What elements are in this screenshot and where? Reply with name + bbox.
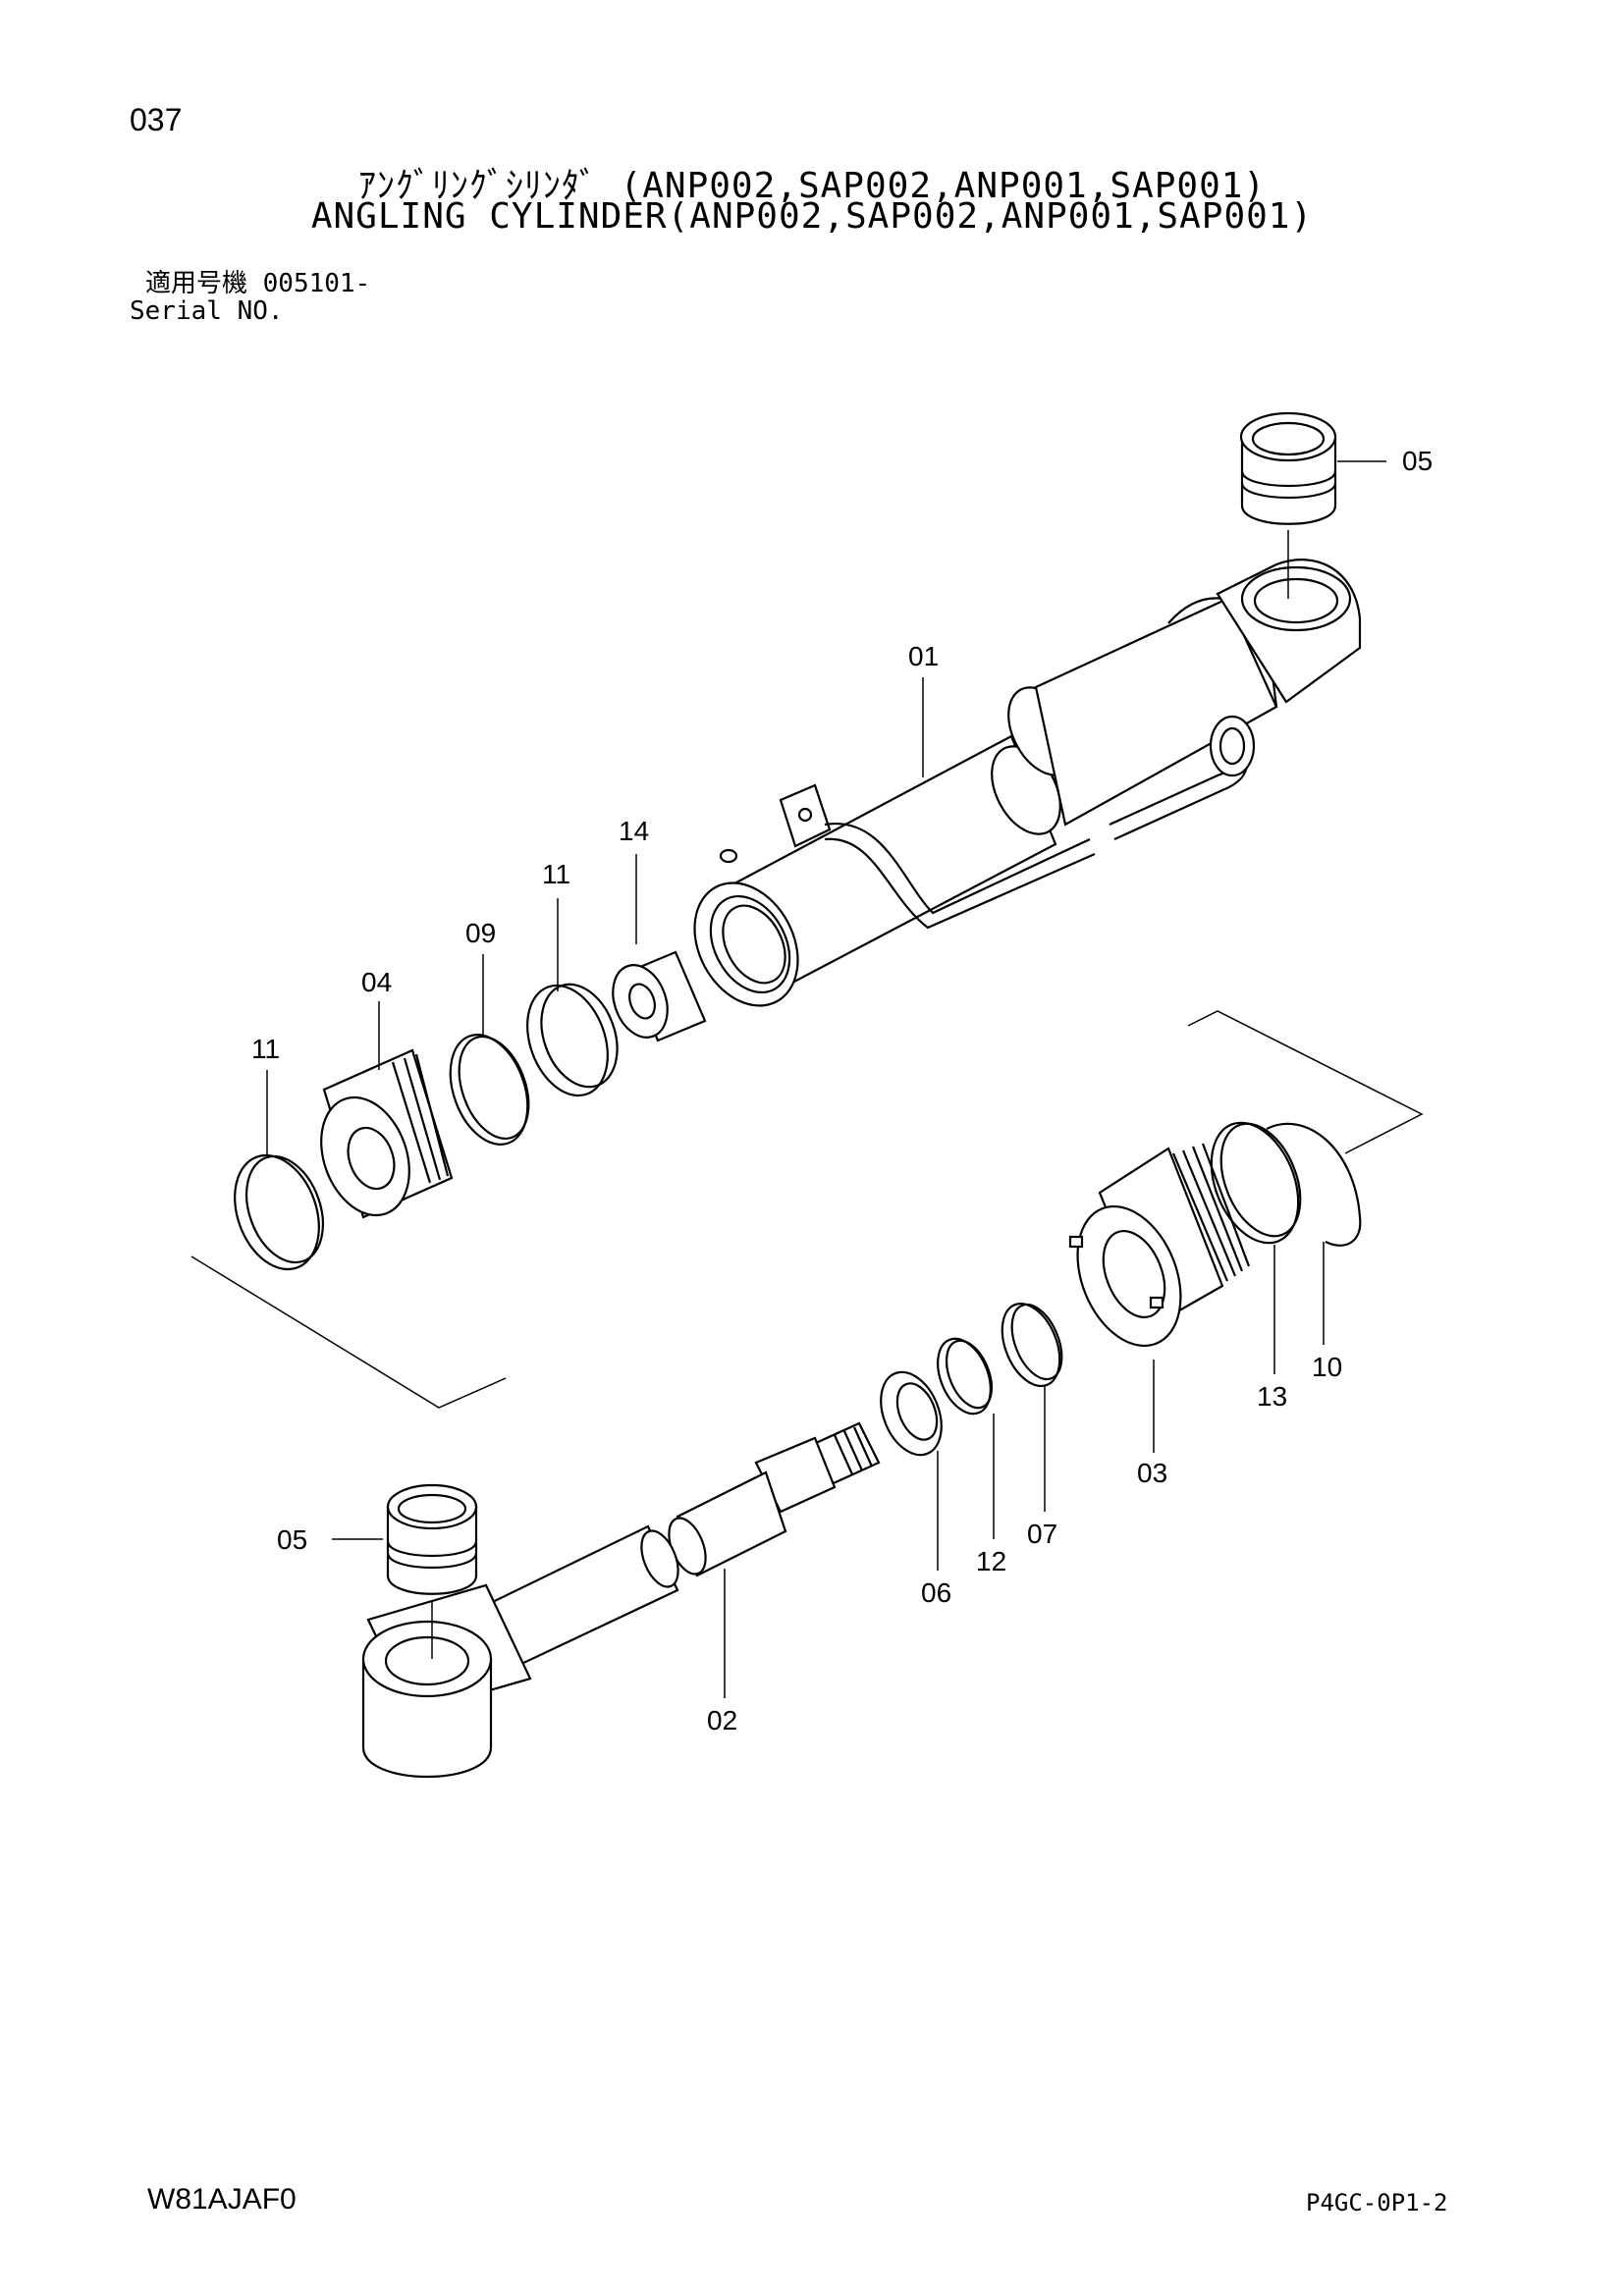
part-ring-09 [449, 1034, 530, 1146]
part-ring-11-left [234, 1153, 324, 1271]
serial-label-english: Serial NO. [130, 296, 284, 326]
part-nut-14 [612, 950, 707, 1042]
part-piston-rod [361, 1421, 881, 1778]
callout-13: 13 [1257, 1381, 1287, 1412]
leader-break-left [190, 1255, 507, 1409]
part-piston [320, 1048, 454, 1219]
part-ring-10 [1266, 1122, 1362, 1247]
part-ring-12 [937, 1337, 994, 1415]
callout-11-left: 11 [251, 1034, 280, 1064]
part-ring-07 [1001, 1302, 1063, 1388]
callout-10: 10 [1312, 1352, 1342, 1382]
callout-11-mid: 11 [542, 859, 570, 889]
page-number: 037 [130, 102, 183, 137]
callout-07: 07 [1027, 1519, 1057, 1549]
callout-05-bottom: 05 [277, 1524, 307, 1555]
title-japanese: ｱﾝｸﾞﾘﾝｸﾞｼﾘﾝﾀﾞ (ANP002,SAP002,ANP001,SAP0… [357, 166, 1267, 206]
part-ring-11-mid [526, 983, 619, 1097]
leader-break-right [1187, 1010, 1424, 1154]
part-ring-06 [880, 1370, 943, 1457]
callout-01: 01 [908, 641, 939, 671]
part-bushing-top [1239, 411, 1337, 599]
page-reference: P4GC-0P1-2 [1306, 2189, 1448, 2216]
callout-12: 12 [976, 1546, 1006, 1576]
title-english: ANGLING CYLINDER(ANP002,SAP002,ANP001,SA… [310, 196, 1314, 237]
callout-09: 09 [465, 918, 496, 948]
part-cylinder-tube [693, 559, 1362, 1007]
leader-lines [266, 460, 1386, 1698]
callout-06: 06 [921, 1577, 951, 1608]
serial-label-japanese: 適用号機 005101- [145, 269, 371, 298]
callout-02: 02 [707, 1705, 737, 1735]
callout-05-top: 05 [1402, 446, 1433, 476]
part-rod-cover [1068, 1143, 1251, 1348]
callout-14: 14 [619, 816, 649, 846]
document-code: W81AJAF0 [147, 2183, 297, 2216]
callout-04: 04 [361, 967, 392, 997]
part-ring-13 [1210, 1121, 1302, 1245]
callout-03: 03 [1137, 1458, 1167, 1488]
part-bushing-bottom [386, 1483, 478, 1659]
